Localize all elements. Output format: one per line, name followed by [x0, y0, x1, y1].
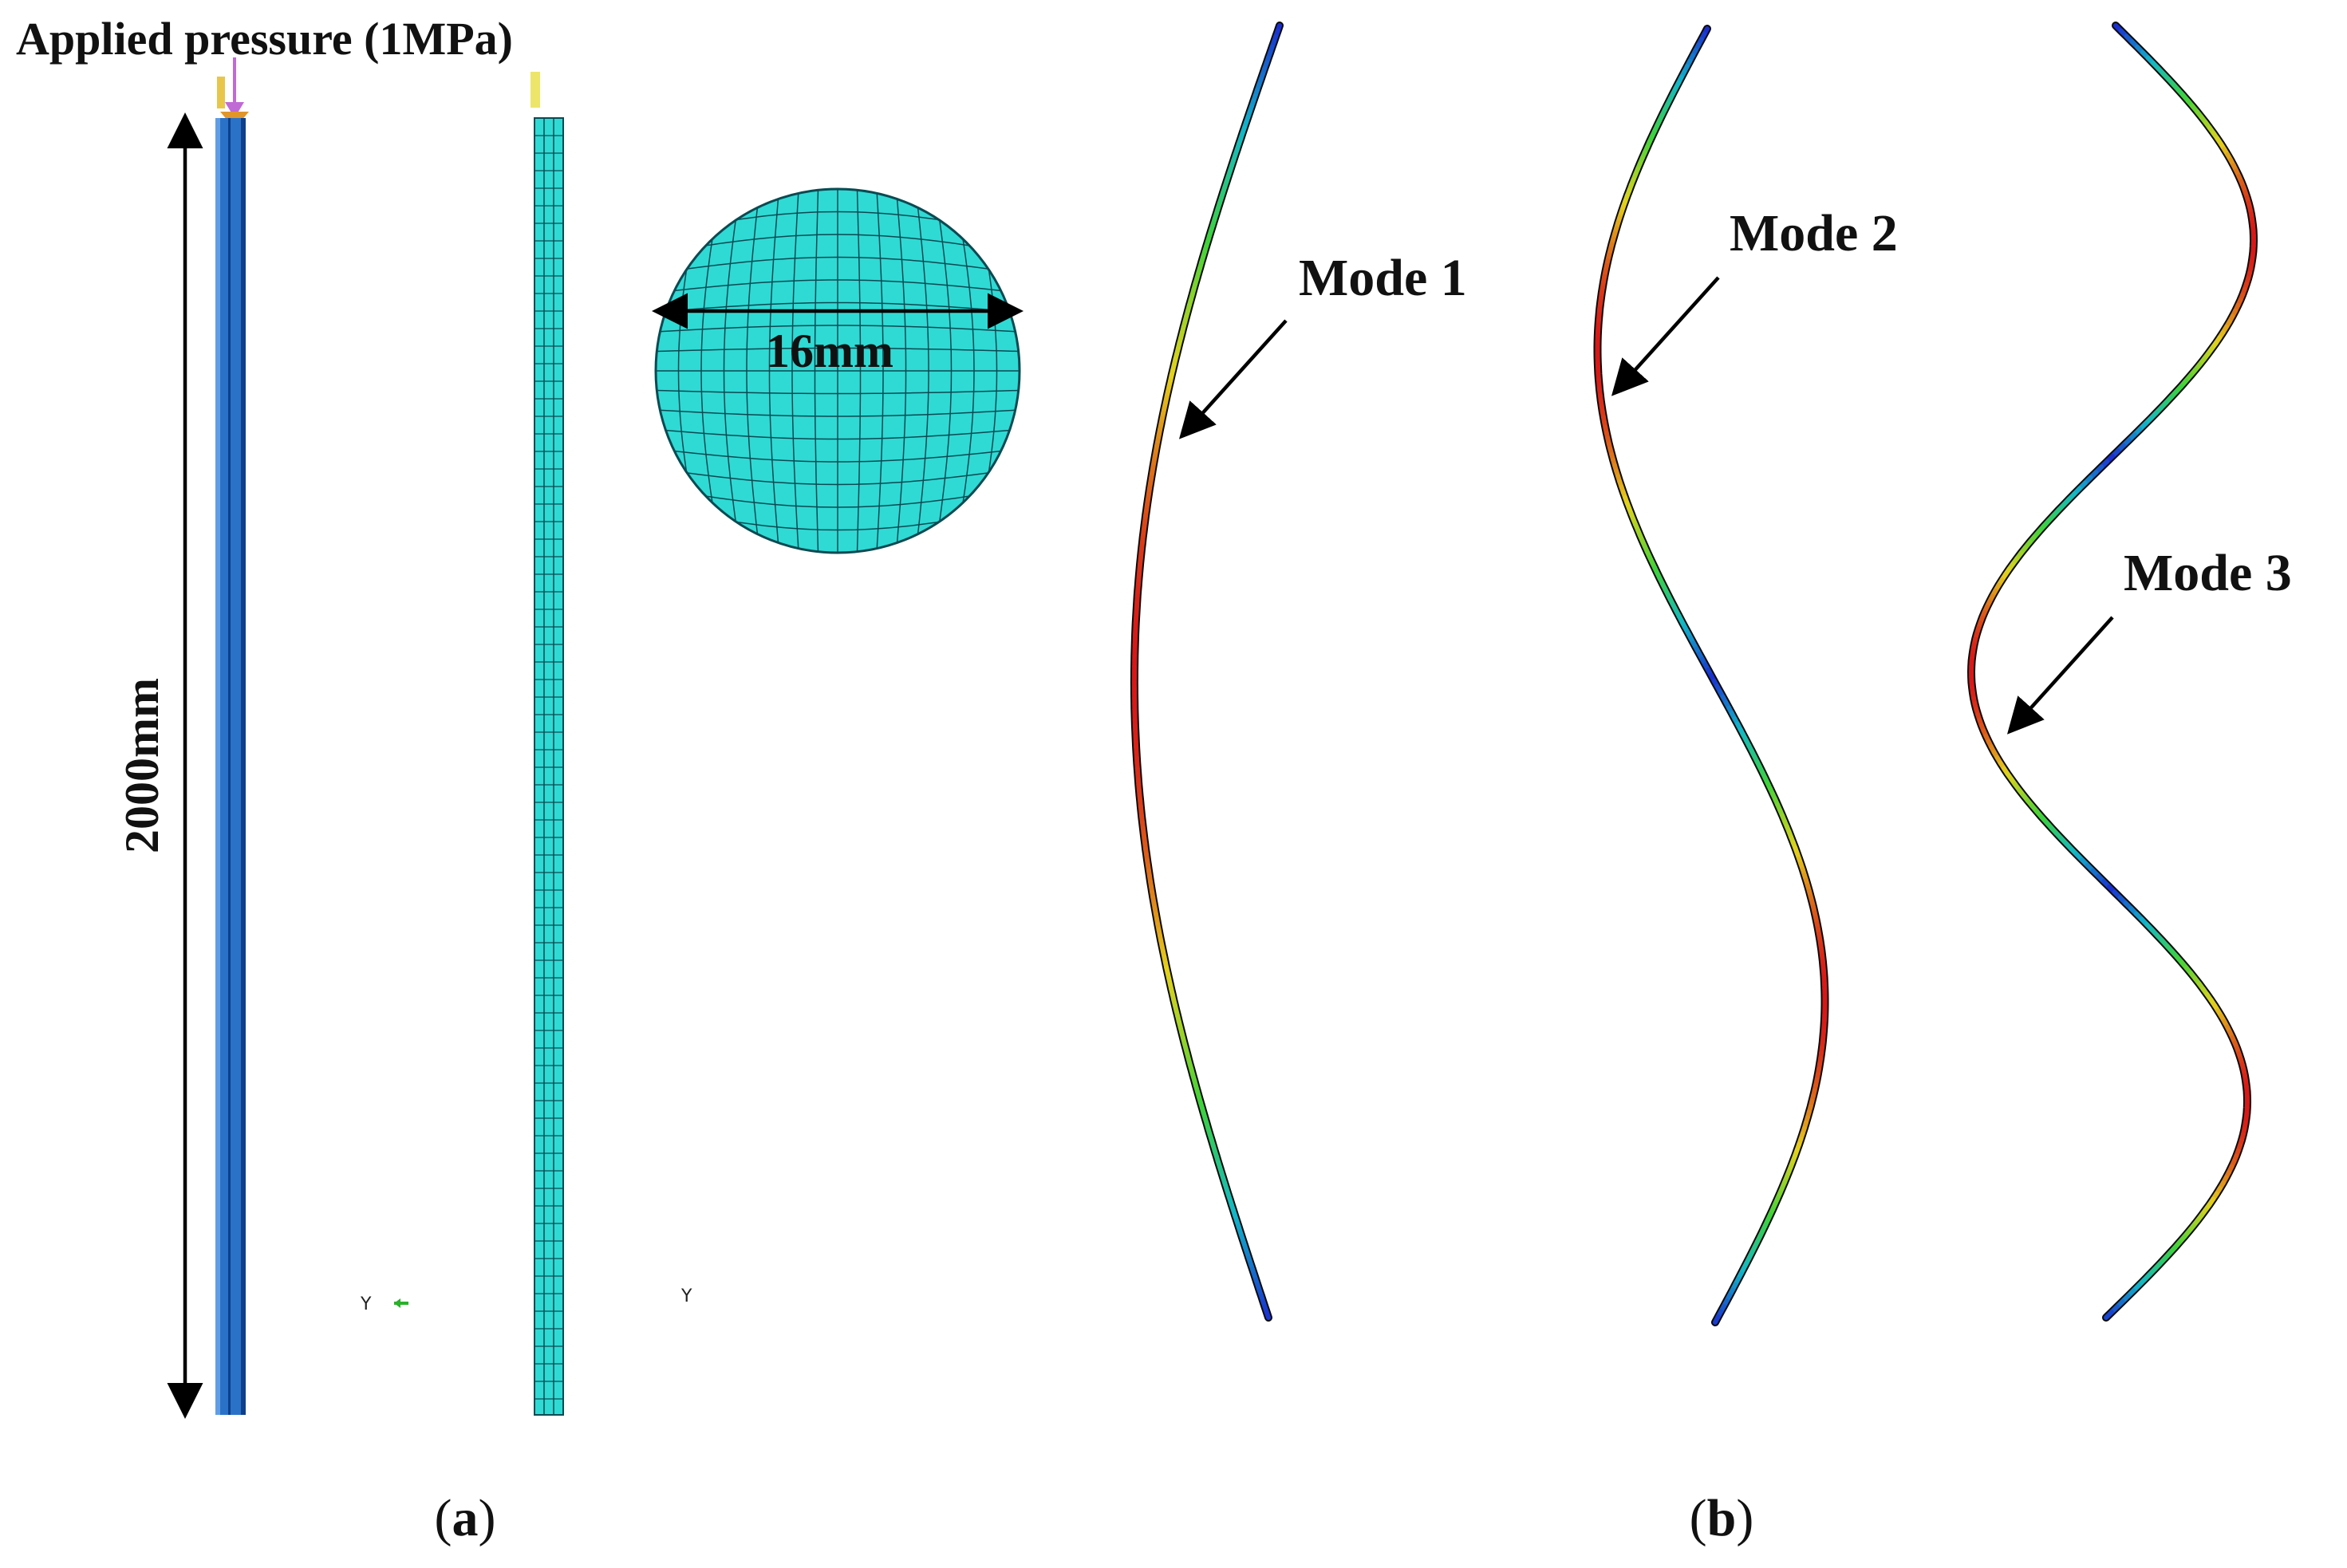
solid-rod	[215, 118, 246, 1415]
coordinate-triad-icon: Y	[360, 1294, 408, 1314]
pressure-arrow-icon	[217, 57, 249, 121]
panel-b: Mode 1 Mode 2 Mode 3 (b)	[1130, 22, 2292, 1547]
mode-2-shape	[1593, 25, 1829, 1326]
mode-3-arrow	[2006, 616, 2114, 735]
caption-b: (b)	[1690, 1489, 1754, 1547]
length-label: 2000mm	[116, 678, 168, 853]
diameter-label: 16mm	[766, 325, 893, 377]
panel-a: Applied pressure (1MPa) 2000mm Y Y	[16, 13, 1024, 1547]
mode-2-arrow	[1611, 276, 1720, 396]
mode-1-shape	[1130, 22, 1284, 1322]
svg-text:Y: Y	[360, 1294, 372, 1314]
mode-1-label: Mode 1	[1299, 249, 1467, 307]
meshed-rod	[531, 72, 564, 1416]
caption-a: (a)	[435, 1489, 496, 1547]
coordinate-triad-icon-2: Y	[680, 1286, 692, 1306]
top-marker	[531, 72, 540, 108]
mode-3-label: Mode 3	[2124, 544, 2292, 602]
svg-text:Y: Y	[680, 1286, 692, 1306]
mode-2-label: Mode 2	[1730, 204, 1898, 262]
pressure-label: Applied pressure (1MPa)	[16, 13, 513, 65]
mode-1-arrow	[1178, 319, 1288, 439]
mode-3-shape	[1966, 22, 2258, 1322]
